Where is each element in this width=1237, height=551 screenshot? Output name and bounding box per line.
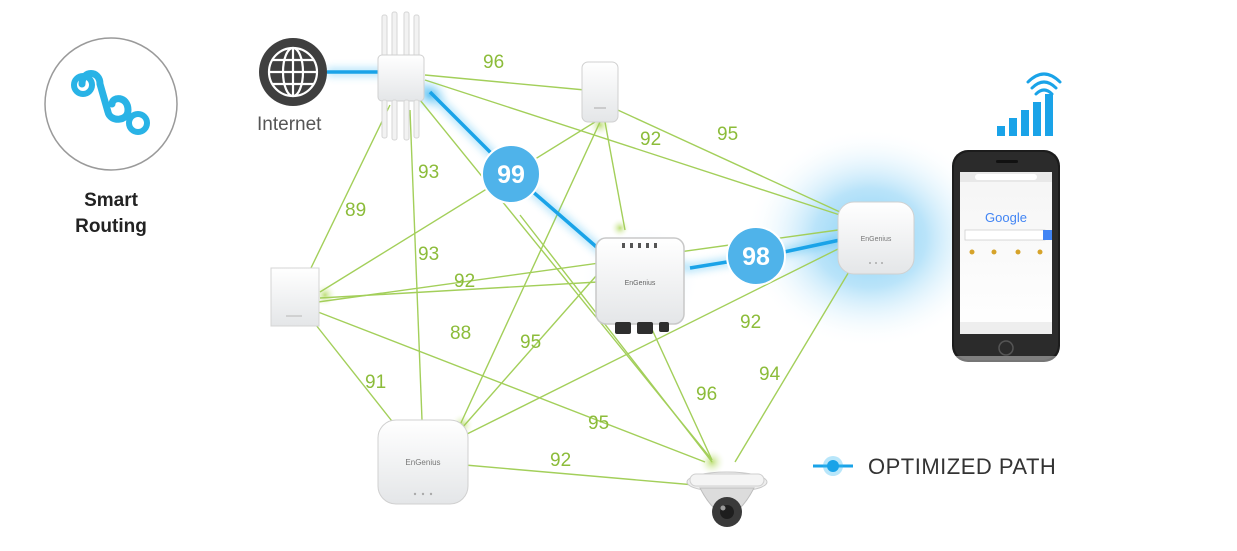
link-bottomap-camera: [464, 464, 696, 486]
link-label: 92: [550, 450, 571, 471]
mesh-links: [309, 74, 851, 486]
link-badge-camera: [519, 214, 713, 463]
link-wall-camera: [317, 311, 706, 463]
link-rightap-bottomap: [464, 247, 841, 436]
link-label: 95: [588, 413, 609, 434]
link-wall-bottomap: [311, 319, 396, 426]
link-label: 96: [696, 384, 717, 405]
link-label: 92: [454, 271, 475, 292]
link-small-bottomap: [459, 121, 601, 426]
optimized-path-marker-icon: [813, 456, 853, 476]
link-center-bottomap: [461, 275, 597, 429]
mesh-link-labels: 96 92 95 93 89 93 92 88 95 92 91 96 94 9…: [345, 52, 781, 471]
svg-text:EnGenius: EnGenius: [625, 280, 656, 287]
link-label: 92: [740, 312, 761, 333]
link-rightap-camera: [734, 269, 851, 463]
link-label: 91: [365, 372, 386, 393]
legend-label: OPTIMIZED PATH: [868, 454, 1057, 479]
svg-text:98: 98: [742, 243, 770, 271]
wall-access-point-icon: [270, 267, 320, 327]
link-label: 92: [640, 129, 661, 150]
logo-caption-line1: Smart: [84, 190, 138, 211]
link-small-rightap: [584, 94, 841, 213]
link-outdoor-bottomap: [409, 109, 423, 421]
smartphone-icon: Google: [952, 150, 1060, 376]
link-outdoor-rightap: [424, 79, 841, 216]
small-access-point-icon: [581, 61, 619, 123]
link-label: 96: [483, 52, 504, 73]
internet-label: Internet: [257, 114, 322, 135]
dome-camera-icon: [686, 471, 768, 527]
svg-text:EnGenius: EnGenius: [861, 236, 892, 243]
svg-text:Google: Google: [985, 210, 1027, 225]
outdoor-rugged-access-point-icon: EnGenius: [595, 237, 685, 334]
link-label: 93: [418, 162, 439, 183]
globe-icon: [259, 38, 327, 106]
link-small-wall: [319, 121, 596, 293]
svg-text:99: 99: [497, 161, 525, 189]
ceiling-access-point-icon: EnGenius: [837, 201, 915, 275]
link-small-center: [604, 121, 626, 231]
link-label: 95: [520, 332, 541, 353]
optimized-badge-99: 99: [481, 144, 541, 204]
link-center-camera: [649, 324, 713, 461]
link-outdoor-wall: [309, 104, 391, 271]
ceiling-access-point-icon: EnGenius: [377, 419, 469, 505]
optimized-badge-98: 98: [726, 226, 786, 286]
smart-routing-icon: [44, 37, 178, 171]
link-label: 94: [759, 364, 781, 385]
logo-caption-line2: Routing: [75, 216, 147, 237]
link-label: 93: [418, 244, 439, 265]
wifi-signal-bars-icon: [997, 72, 1062, 136]
link-outdoor-small: [424, 74, 586, 91]
outdoor-access-point-icon: [377, 11, 425, 141]
logo-caption: Smart Routing: [40, 188, 182, 240]
svg-text:EnGenius: EnGenius: [405, 458, 440, 467]
link-label: 95: [717, 124, 738, 145]
link-label: 89: [345, 200, 366, 221]
link-label: 88: [450, 323, 471, 344]
